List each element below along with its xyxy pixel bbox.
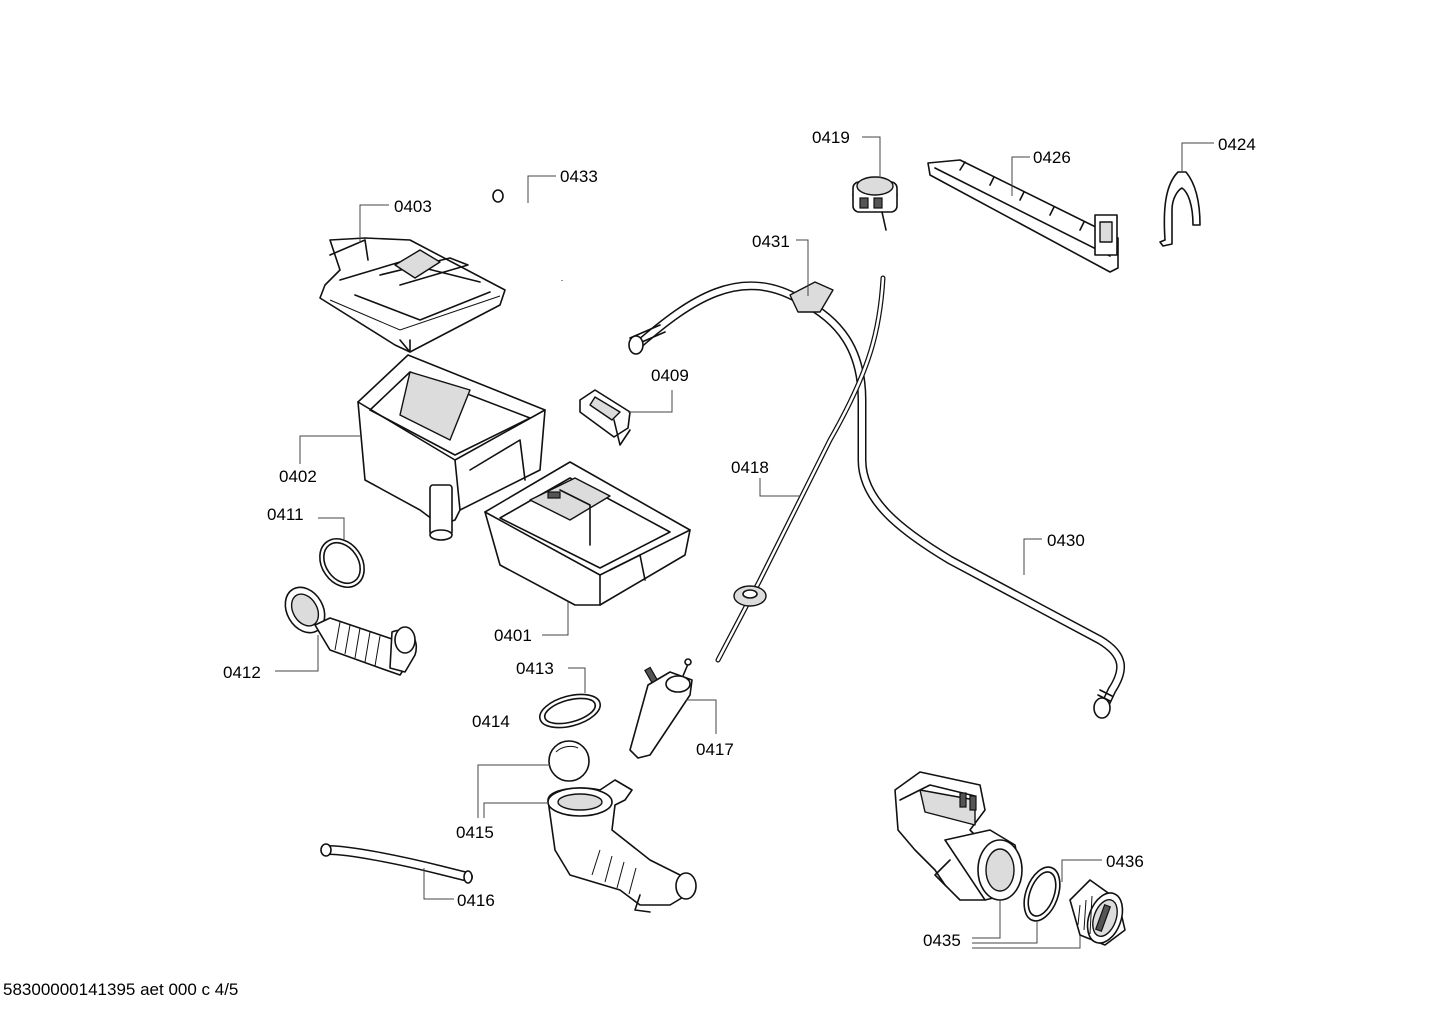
leader-0411 [318,517,345,540]
leader-0413 [568,667,586,693]
part-0435-seal-ring [1023,866,1061,922]
leader-0435-a [972,900,1001,939]
label-0417: 0417 [696,740,734,759]
leader-0409 [628,390,673,413]
leader-0403 [359,204,389,243]
part-0415-sump [547,779,697,913]
leader-0435-c [972,935,1081,949]
leader-0416 [423,868,454,900]
part-0403-dispenser-cover [319,237,506,353]
leader-0424 [1181,142,1214,172]
label-0436: 0436 [1106,852,1144,871]
label-0431: 0431 [752,232,790,251]
label-0424: 0424 [1218,135,1256,154]
leader-0417 [686,699,717,734]
part-0411-seal-ring [319,538,365,588]
label-0402: 0402 [279,467,317,486]
part-0416-hose [320,843,473,884]
leader-0430 [1023,538,1042,575]
leader-0433 [527,175,556,203]
part-0412-bellows-hose [284,586,417,676]
part-0417-sensor [629,658,693,759]
label-0435: 0435 [923,931,961,950]
label-0426: 0426 [1033,148,1071,167]
leader-0426 [1011,156,1030,196]
label-0413: 0413 [516,659,554,678]
part-0414-ball [548,740,590,782]
leader-0402 [299,435,360,464]
part-0418-thin-tube [715,275,886,663]
leader-0436 [1061,859,1102,882]
leader-0418 [759,478,800,497]
leader-0412 [275,635,319,672]
leader-0431 [796,239,809,296]
leader-0401 [542,602,569,636]
label-0416: 0416 [457,891,495,910]
label-0419: 0419 [812,128,850,147]
part-0435-drain-pump [894,771,1023,901]
label-0414: 0414 [472,712,510,731]
label-0403: 0403 [394,197,432,216]
part-0401-dispenser-drawer [484,461,691,606]
part-0419-pressure-switch [852,176,898,231]
label-0430: 0430 [1047,531,1085,550]
leader-0415 [483,802,548,818]
part-0413-seal-ring [539,693,601,729]
part-0402-dispenser-housing [357,354,546,541]
label-0415: 0415 [456,823,494,842]
part-0409-flap [579,389,631,446]
leader-0414-0415 [477,764,550,818]
label-0418: 0418 [731,458,769,477]
label-0411: 0411 [267,505,304,524]
drawing-id: 58300000141395 aet 000 c 4/5 [3,980,239,999]
part-0430-0431-long-hose [628,281,1126,719]
label-0433: 0433 [560,167,598,186]
part-0424-hose-clip [1159,171,1201,247]
part-0436-pump-filter [1069,879,1126,946]
leader-0435-b [972,922,1038,944]
part-0426-bracket-rail [927,159,1119,273]
label-0401: 0401 [494,626,532,645]
leader-0419 [862,136,881,178]
label-0412: 0412 [223,663,261,682]
part-0433-small-hose [492,189,565,281]
label-0409: 0409 [651,366,689,385]
